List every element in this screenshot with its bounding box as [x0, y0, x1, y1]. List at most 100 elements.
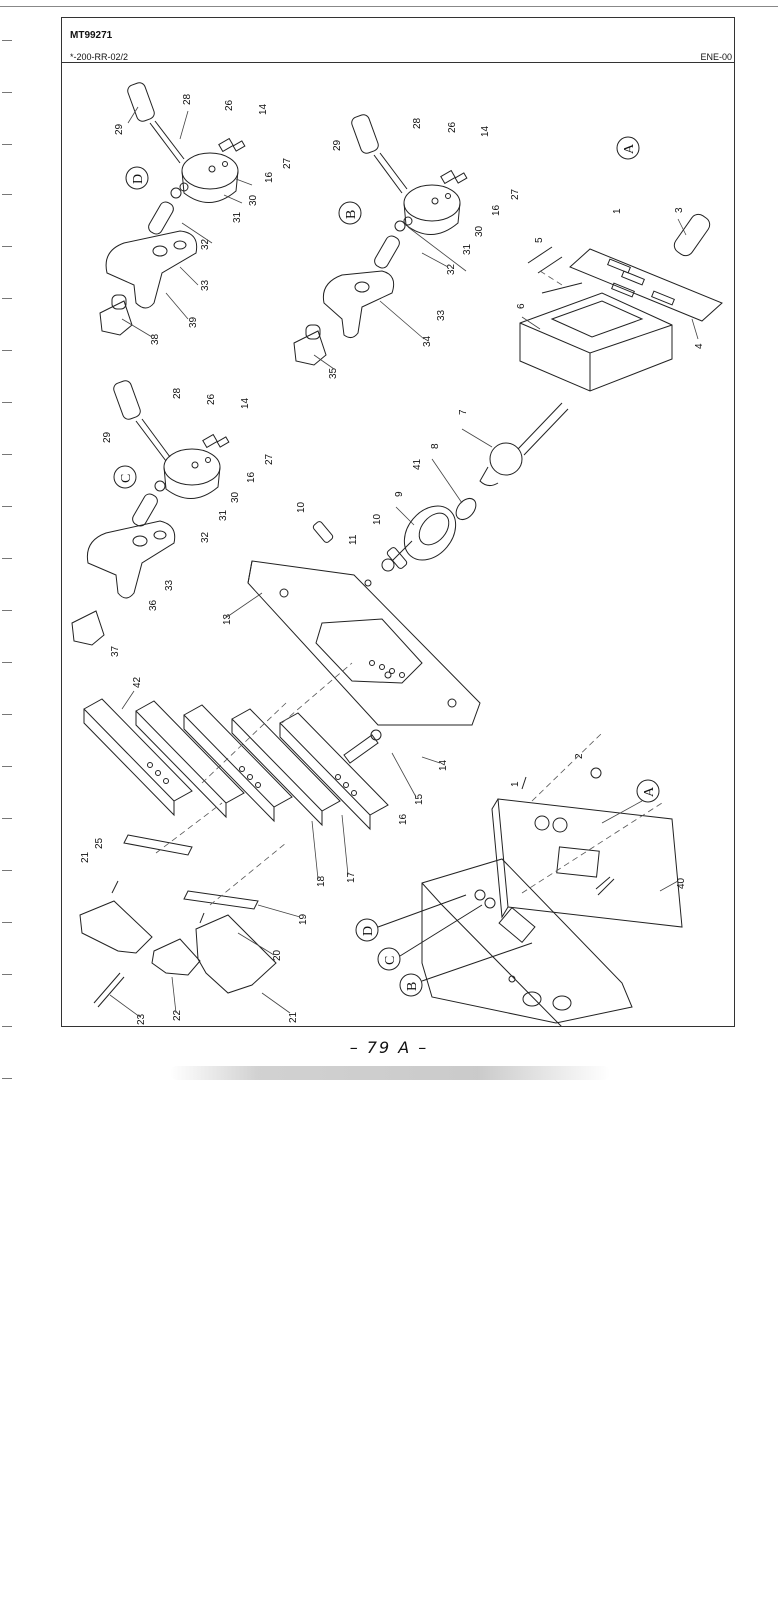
part-label-26c: 26	[206, 393, 217, 405]
part-label-21a: 21	[80, 851, 91, 863]
part-label-27b: 27	[510, 188, 521, 200]
part-label-32c: 32	[200, 531, 211, 543]
part-label-15: 15	[414, 793, 425, 805]
part-label-31b: 31	[462, 243, 473, 255]
assembly-a	[381, 213, 723, 572]
assembly-d	[99, 82, 246, 336]
callout-circles: D B A C A D C	[113, 136, 660, 997]
part-label-22: 22	[172, 1009, 183, 1021]
svg-text:A: A	[642, 786, 657, 797]
part-label-30b: 30	[474, 225, 485, 237]
callout-c-bottom: C	[377, 947, 401, 971]
part-label-14c: 14	[240, 397, 251, 409]
front-panel	[421, 767, 683, 1026]
alignment-lines	[155, 270, 663, 906]
part-label-36: 36	[148, 599, 159, 611]
part-label-41: 41	[412, 458, 423, 470]
part-label-1a: 1	[612, 208, 623, 214]
svg-text:A: A	[622, 143, 637, 154]
part-label-40: 40	[676, 877, 687, 889]
callout-d-top: D	[125, 166, 149, 190]
exploded-parts-diagram: D B A C A D C	[71, 82, 723, 1026]
part-label-3: 3	[674, 207, 685, 213]
page-top-rule	[0, 6, 778, 7]
part-label-16d: 16	[398, 813, 409, 825]
part-label-37: 37	[110, 645, 121, 657]
part-label-23: 23	[136, 1013, 147, 1025]
page-number: – 79 A –	[349, 1038, 429, 1057]
part-label-32a: 32	[200, 238, 211, 250]
svg-text:C: C	[383, 956, 398, 965]
svg-text:D: D	[361, 926, 376, 936]
part-label-27c: 27	[264, 453, 275, 465]
document-id: MT99271	[70, 30, 113, 41]
part-label-39: 39	[188, 316, 199, 328]
callout-b-bottom: B	[399, 973, 423, 997]
part-label-26b: 26	[447, 121, 458, 133]
svg-text:B: B	[405, 982, 420, 991]
part-label-16a: 16	[264, 171, 275, 183]
callout-a-bottom: A	[636, 779, 660, 803]
part-label-7: 7	[458, 409, 469, 415]
part-label-11: 11	[348, 534, 359, 545]
part-number-labels: 29 28 26 14 27 16 30 31 32 33 39 38 29 2…	[80, 93, 705, 1025]
part-label-33c: 33	[164, 579, 175, 591]
part-label-29b: 29	[332, 139, 343, 151]
part-label-26a: 26	[224, 99, 235, 111]
part-label-13: 13	[222, 613, 233, 625]
part-label-33b: 33	[436, 309, 447, 321]
callout-d-bottom: D	[355, 918, 379, 942]
scan-smudge	[170, 1066, 610, 1080]
base-plate	[247, 521, 481, 726]
document-date-code: ENE-00	[700, 52, 732, 62]
part-label-5: 5	[534, 237, 545, 243]
svg-text:B: B	[344, 210, 359, 219]
part-label-20: 20	[272, 949, 283, 961]
part-label-4: 4	[694, 343, 705, 349]
callout-c-mid: C	[113, 465, 137, 489]
lower-left-parts	[79, 834, 277, 1008]
part-label-27a: 27	[282, 157, 293, 169]
part-label-2: 2	[574, 753, 585, 759]
part-label-28b: 28	[412, 117, 423, 129]
part-label-34: 34	[422, 335, 433, 347]
part-label-28c: 28	[172, 387, 183, 399]
part-label-32b: 32	[446, 263, 457, 275]
part-label-25: 25	[94, 837, 105, 849]
part-label-38: 38	[150, 333, 161, 345]
part-label-42: 42	[132, 676, 143, 688]
part-label-6: 6	[516, 303, 527, 309]
part-label-29c: 29	[102, 431, 113, 443]
part-label-8: 8	[430, 443, 441, 449]
part-label-10b: 10	[372, 513, 383, 525]
part-label-1b: 1	[510, 781, 521, 787]
assembly-b	[293, 114, 468, 366]
drawing-sheet: MT99271 *-200-RR-02/2 ENE-00	[61, 17, 735, 1027]
assembly-c	[71, 380, 230, 646]
part-label-17: 17	[346, 871, 357, 883]
part-label-9: 9	[394, 491, 405, 497]
part-label-33a: 33	[200, 279, 211, 291]
part-label-14a: 14	[258, 103, 269, 115]
part-label-35: 35	[328, 367, 339, 379]
part-label-31c: 31	[218, 509, 229, 521]
part-label-10a: 10	[296, 501, 307, 513]
part-label-31a: 31	[232, 211, 243, 223]
slide-rails	[83, 698, 389, 831]
part-label-14d: 14	[438, 759, 449, 771]
part-label-30c: 30	[230, 491, 241, 503]
header-divider	[62, 62, 734, 63]
callout-a-top: A	[616, 136, 640, 160]
callout-b-top: B	[338, 201, 362, 225]
part-label-14b: 14	[480, 125, 491, 137]
leader-lines	[109, 106, 699, 1018]
part-label-16c: 16	[246, 471, 257, 483]
part-label-30a: 30	[248, 194, 259, 206]
part-label-16b: 16	[491, 204, 502, 216]
part-label-19: 19	[298, 913, 309, 925]
document-revision: *-200-RR-02/2	[70, 52, 129, 62]
part-label-28a: 28	[182, 93, 193, 105]
part-label-29a: 29	[114, 123, 125, 135]
svg-text:D: D	[131, 174, 146, 184]
part-label-18: 18	[316, 875, 327, 887]
